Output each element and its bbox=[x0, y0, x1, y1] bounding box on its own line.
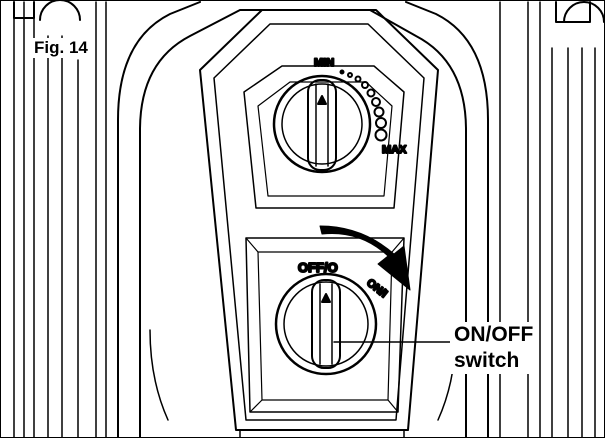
min-label: MIN bbox=[314, 57, 334, 69]
max-label: MAX bbox=[382, 144, 407, 156]
off-label: OFF/O bbox=[298, 260, 338, 275]
callout-line-2: switch bbox=[454, 349, 520, 372]
figure-label: Fig. 14 bbox=[30, 38, 92, 58]
right-frame-detail bbox=[499, 1, 605, 438]
rotation-arrow bbox=[319, 225, 411, 291]
speed-dial bbox=[272, 69, 388, 174]
left-frame-detail bbox=[13, 0, 107, 438]
callout-label: ON/OFF switch bbox=[450, 322, 538, 374]
power-dial bbox=[274, 272, 378, 376]
callout-line-1: ON/OFF bbox=[454, 323, 534, 346]
